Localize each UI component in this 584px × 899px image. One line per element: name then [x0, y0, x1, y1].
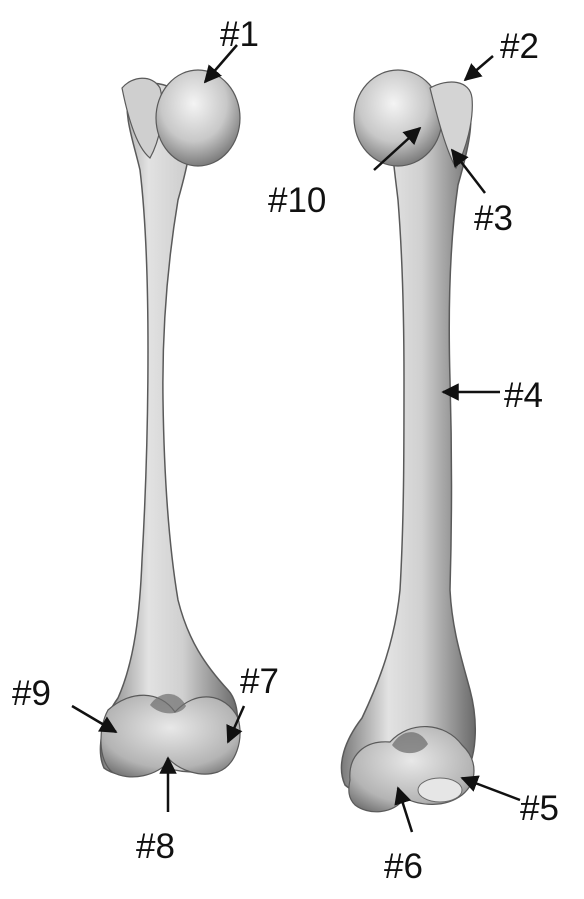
label-4: #4 [504, 376, 543, 415]
label-2: #2 [500, 27, 539, 66]
label-10: #10 [268, 181, 326, 220]
right-trochlea [418, 778, 462, 802]
label-8: #8 [136, 827, 175, 866]
left-humeral-head [156, 70, 240, 166]
right-humerus-shaft [341, 92, 475, 794]
left-humerus [100, 70, 240, 777]
label-3: #3 [474, 199, 513, 238]
label-6: #6 [384, 847, 423, 886]
label-5: #5 [520, 789, 559, 828]
arrow-5 [462, 778, 520, 800]
label-9: #9 [12, 674, 51, 713]
right-humerus [341, 70, 475, 812]
arrow-2 [465, 56, 493, 80]
label-7: #7 [240, 662, 279, 701]
right-humeral-head [354, 70, 442, 166]
label-1: #1 [220, 15, 259, 54]
left-humerus-shaft [100, 83, 237, 775]
label-group: #1 #2 #3 #4 #5 #6 #7 #8 #9 #10 [12, 15, 559, 886]
